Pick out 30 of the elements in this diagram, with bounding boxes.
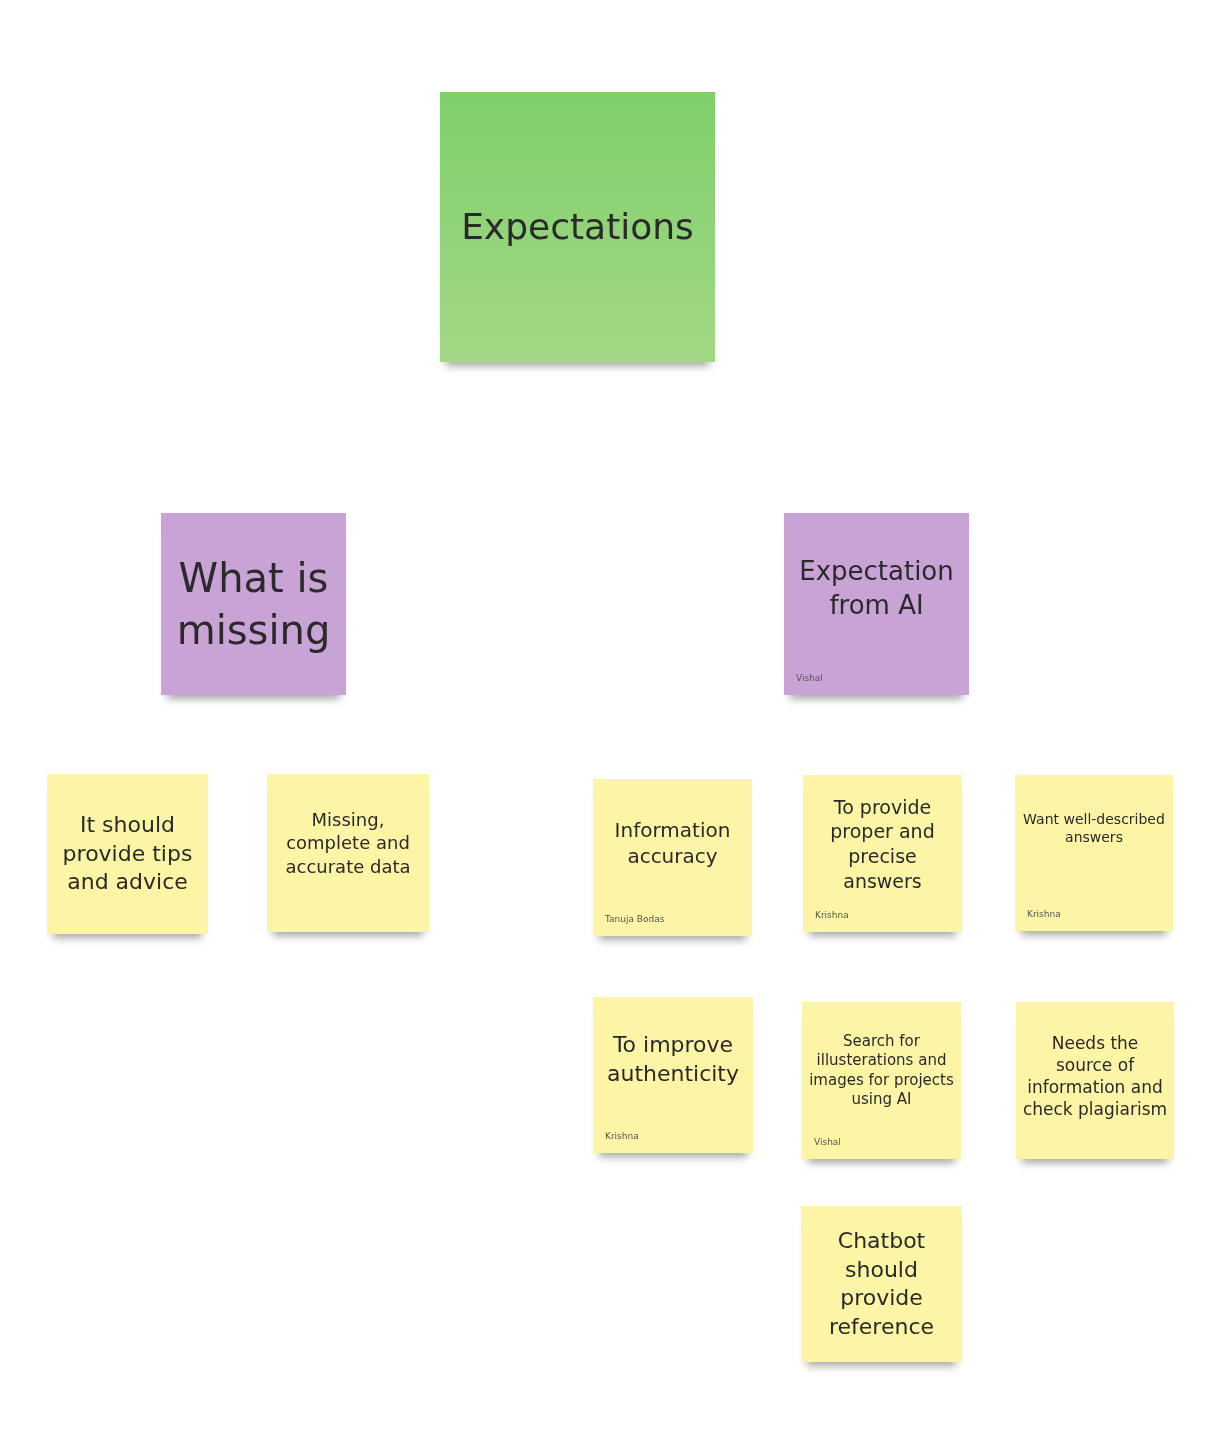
author-name: Vishal: [796, 673, 823, 683]
sticky-note: [267, 774, 429, 932]
note-text: Missing, complete and accurate data: [284, 807, 412, 879]
sticky-note: [161, 513, 346, 695]
note-text: It should provide tips and advice: [61, 811, 194, 897]
note-text: What is missing: [175, 554, 332, 655]
note-text: Chatbot should provide reference: [827, 1226, 936, 1341]
sticky-note: [784, 513, 969, 695]
note-text: Expectation from AI: [798, 555, 955, 622]
sticky-note: [1015, 775, 1173, 931]
note-text: Search for illusterations and images for projects using AI: [808, 1031, 955, 1110]
sticky-note: [593, 997, 753, 1153]
note-text: Want well-described answers: [1022, 809, 1166, 847]
sticky-note: [801, 1206, 962, 1362]
note-text: To improve authenticity: [605, 1031, 741, 1088]
author-name: Krishna: [1027, 909, 1061, 919]
sticky-note: [593, 779, 752, 936]
sticky-note: [803, 775, 962, 932]
note-text: Expectations: [460, 204, 695, 249]
note-text: Information accuracy: [613, 816, 732, 869]
note-text: To provide proper and precise answers: [829, 794, 936, 893]
sticky-note: [1016, 1002, 1174, 1159]
author-name: Krishna: [605, 1131, 639, 1141]
sticky-note: [47, 774, 208, 934]
note-text: Needs the source of information and check plagiarism: [1022, 1031, 1168, 1120]
author-name: Vishal: [814, 1137, 841, 1147]
sticky-note: [802, 1002, 961, 1159]
author-name: Krishna: [815, 910, 849, 920]
sticky-note: [440, 92, 715, 362]
author-name: Tanuja Bodas: [605, 914, 665, 924]
